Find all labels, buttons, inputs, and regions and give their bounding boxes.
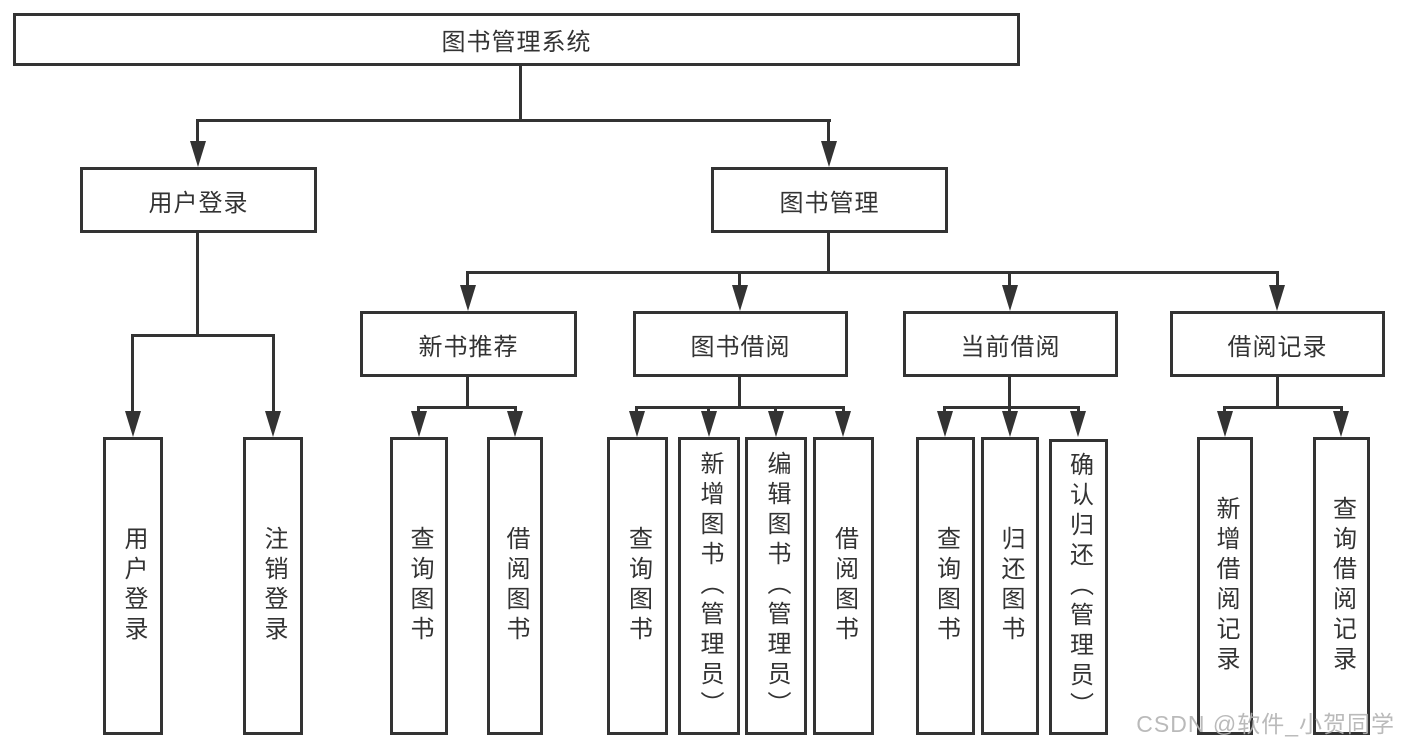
connector-line bbox=[417, 406, 517, 409]
connector-line bbox=[131, 334, 134, 413]
connector-arrow bbox=[265, 411, 281, 437]
connector-arrow bbox=[701, 411, 717, 437]
node-new-book-recommend-label: 新书推荐 bbox=[418, 333, 519, 361]
connector-arrow bbox=[768, 411, 784, 437]
leaf-add-books-admin-label: 新增图书（管理员） bbox=[696, 451, 723, 721]
connector-line bbox=[1008, 406, 1011, 415]
leaf-query-books-borrow: 查询图书 bbox=[607, 437, 668, 735]
connector-line bbox=[1008, 271, 1011, 287]
leaf-query-books-recommend: 查询图书 bbox=[390, 437, 448, 735]
node-new-book-recommend: 新书推荐 bbox=[360, 311, 577, 377]
leaf-query-books-current: 查询图书 bbox=[916, 437, 975, 735]
node-book-borrow: 图书借阅 bbox=[633, 311, 848, 377]
connector-line bbox=[131, 334, 275, 337]
leaf-borrow-books: 借阅图书 bbox=[813, 437, 874, 735]
connector-line bbox=[196, 119, 831, 122]
leaf-user-login: 用户登录 bbox=[103, 437, 163, 735]
connector-arrow bbox=[821, 141, 837, 167]
leaf-logout: 注销登录 bbox=[243, 437, 303, 735]
node-root-label: 图书管理系统 bbox=[441, 29, 592, 56]
connector-arrow bbox=[1269, 285, 1285, 311]
leaf-return-books: 归还图书 bbox=[981, 437, 1039, 735]
leaf-add-borrow-record: 新增借阅记录 bbox=[1197, 437, 1253, 735]
connector-arrow bbox=[411, 411, 427, 437]
leaf-borrow-books-recommend-label: 借阅图书 bbox=[502, 526, 529, 646]
connector-arrow bbox=[937, 411, 953, 437]
connector-arrow bbox=[507, 411, 523, 437]
connector-line bbox=[519, 66, 522, 120]
leaf-confirm-return-admin-label: 确认归还（管理员） bbox=[1065, 452, 1093, 722]
leaf-borrow-books-recommend: 借阅图书 bbox=[487, 437, 543, 735]
node-user-login: 用户登录 bbox=[80, 167, 317, 233]
connector-line bbox=[1276, 271, 1279, 287]
node-user-login-label: 用户登录 bbox=[148, 189, 249, 217]
connector-arrow bbox=[1002, 285, 1018, 311]
connector-arrow bbox=[460, 285, 476, 311]
connector-line bbox=[635, 406, 638, 415]
leaf-logout-label: 注销登录 bbox=[260, 526, 287, 646]
connector-arrow bbox=[835, 411, 851, 437]
leaf-query-books-borrow-label: 查询图书 bbox=[624, 526, 652, 646]
node-root: 图书管理系统 bbox=[13, 13, 1020, 66]
connector-line bbox=[1223, 406, 1226, 415]
leaf-add-borrow-record-label: 新增借阅记录 bbox=[1212, 496, 1239, 676]
leaf-borrow-books-label: 借阅图书 bbox=[830, 526, 858, 646]
node-borrow-records: 借阅记录 bbox=[1170, 311, 1385, 377]
connector-line bbox=[635, 406, 845, 409]
connector-arrow bbox=[125, 411, 141, 437]
connector-line bbox=[196, 233, 199, 337]
leaf-query-borrow-record: 查询借阅记录 bbox=[1313, 437, 1370, 735]
connector-arrow bbox=[629, 411, 645, 437]
connector-arrow bbox=[732, 285, 748, 311]
connector-line bbox=[707, 406, 710, 415]
connector-line bbox=[738, 377, 741, 409]
connector-line bbox=[196, 119, 199, 143]
connector-arrow bbox=[1333, 411, 1349, 437]
connector-line bbox=[1276, 377, 1279, 409]
connector-line bbox=[738, 271, 741, 287]
connector-line bbox=[943, 406, 946, 415]
leaf-query-borrow-record-label: 查询借阅记录 bbox=[1328, 496, 1356, 676]
connector-arrow bbox=[1217, 411, 1233, 437]
connector-line bbox=[943, 406, 1080, 409]
leaf-query-books-recommend-label: 查询图书 bbox=[406, 526, 433, 646]
connector-line bbox=[466, 377, 469, 409]
connector-line bbox=[417, 406, 420, 415]
leaf-return-books-label: 归还图书 bbox=[997, 526, 1024, 646]
node-borrow-records-label: 借阅记录 bbox=[1227, 333, 1328, 361]
node-book-borrow-label: 图书借阅 bbox=[690, 333, 791, 361]
connector-line bbox=[1008, 377, 1011, 409]
connector-arrow bbox=[1002, 411, 1018, 437]
connector-line bbox=[1223, 406, 1343, 409]
connector-line bbox=[1340, 406, 1343, 415]
node-current-borrow: 当前借阅 bbox=[903, 311, 1118, 377]
leaf-confirm-return-admin: 确认归还（管理员） bbox=[1049, 439, 1108, 735]
node-current-borrow-label: 当前借阅 bbox=[960, 333, 1061, 361]
connector-line bbox=[272, 334, 275, 413]
leaf-query-books-current-label: 查询图书 bbox=[932, 526, 960, 646]
csdn-watermark: CSDN @软件_小贺同学 bbox=[1136, 711, 1395, 737]
connector-line bbox=[827, 119, 830, 143]
leaf-user-login-label: 用户登录 bbox=[120, 526, 147, 646]
connector-line bbox=[466, 271, 469, 287]
connector-arrow bbox=[1070, 411, 1086, 437]
connector-line bbox=[774, 406, 777, 415]
connector-line bbox=[842, 406, 845, 415]
leaf-edit-books-admin-label: 编辑图书（管理员） bbox=[763, 451, 790, 721]
leaf-add-books-admin: 新增图书（管理员） bbox=[678, 437, 740, 735]
connector-line bbox=[466, 271, 1279, 274]
connector-arrow bbox=[190, 141, 206, 167]
node-book-management-label: 图书管理 bbox=[779, 189, 880, 217]
connector-line bbox=[514, 406, 517, 415]
connector-line bbox=[1077, 406, 1080, 415]
node-book-management: 图书管理 bbox=[711, 167, 948, 233]
leaf-edit-books-admin: 编辑图书（管理员） bbox=[745, 437, 807, 735]
connector-line bbox=[827, 233, 830, 274]
